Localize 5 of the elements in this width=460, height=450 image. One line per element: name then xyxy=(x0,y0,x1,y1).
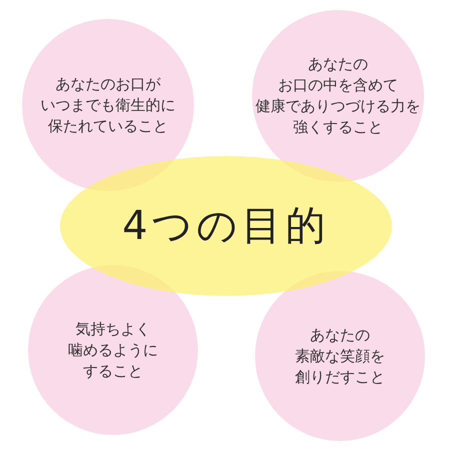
goal-text: 気持ちよく噛めるようにすること xyxy=(68,318,158,382)
title-text: 4つの目的 xyxy=(122,203,330,249)
goal-text: あなたのお口の中を含めて健康でありつづける力を強くすること xyxy=(256,54,420,138)
goal-text: あなたの素敵な笑顔を創りだすこと xyxy=(295,324,385,388)
goal-text: あなたのお口がいつまでも衛生的に保たれていること xyxy=(40,74,176,136)
